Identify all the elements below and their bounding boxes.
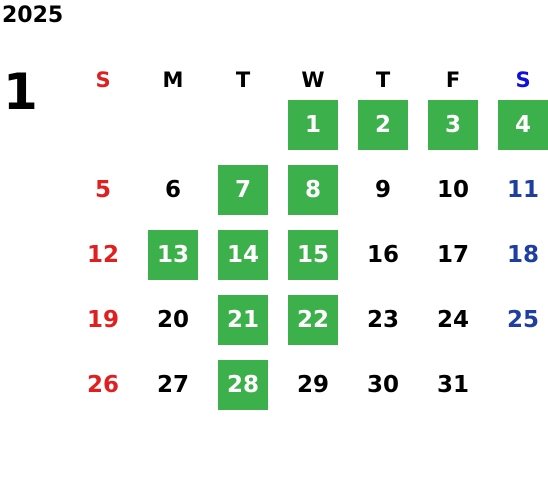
day-cell-fri: 31 bbox=[418, 360, 488, 425]
day-cell-thu: 16 bbox=[348, 230, 418, 295]
day-number: 3 bbox=[444, 112, 461, 138]
empty-day-cell bbox=[138, 100, 208, 165]
day-number: 15 bbox=[296, 242, 329, 268]
day-number: 20 bbox=[156, 307, 189, 333]
day-cell-fri: 17 bbox=[418, 230, 488, 295]
day-cell-wed: 15 bbox=[278, 230, 348, 295]
week-row: 1 2 3 4 bbox=[68, 100, 548, 165]
day-cell-fri: 24 bbox=[418, 295, 488, 360]
month-label: 1 bbox=[3, 63, 38, 121]
weekday-header-thu: T bbox=[375, 68, 391, 92]
day-number: 11 bbox=[506, 177, 539, 203]
day-cell-sun: 5 bbox=[68, 165, 138, 230]
day-cell-wed: 1 bbox=[278, 100, 348, 165]
empty-day-cell bbox=[68, 100, 138, 165]
day-number: 14 bbox=[226, 242, 259, 268]
day-number: 19 bbox=[86, 307, 119, 333]
day-number: 12 bbox=[86, 242, 119, 268]
weekday-header-sat: S bbox=[515, 68, 531, 92]
day-cell-thu: 30 bbox=[348, 360, 418, 425]
week-row: 12 13 14 15 16 17 18 bbox=[68, 230, 548, 295]
highlight-box bbox=[218, 230, 268, 280]
day-cell-mon: 20 bbox=[138, 295, 208, 360]
day-number: 5 bbox=[94, 177, 111, 203]
day-number: 2 bbox=[374, 112, 391, 138]
day-cell-sun: 19 bbox=[68, 295, 138, 360]
weekday-header-sun: S bbox=[95, 68, 111, 92]
day-cell-fri: 3 bbox=[418, 100, 488, 165]
day-number: 28 bbox=[226, 372, 259, 398]
day-cell-sat: 4 bbox=[488, 100, 548, 165]
day-number: 10 bbox=[436, 177, 469, 203]
day-number: 6 bbox=[164, 177, 181, 203]
day-cell-wed: 22 bbox=[278, 295, 348, 360]
empty-day-cell bbox=[208, 100, 278, 165]
day-number: 31 bbox=[436, 372, 469, 398]
empty-day-cell bbox=[488, 360, 548, 425]
year-label: 2025 bbox=[2, 3, 64, 28]
highlight-box bbox=[288, 230, 338, 280]
weekday-header-mon: M bbox=[162, 68, 184, 92]
day-number: 4 bbox=[514, 112, 531, 138]
day-number: 16 bbox=[366, 242, 399, 268]
day-number: 29 bbox=[296, 372, 329, 398]
day-cell-tue: 14 bbox=[208, 230, 278, 295]
highlight-box bbox=[358, 100, 408, 150]
day-cell-wed: 29 bbox=[278, 360, 348, 425]
day-cell-tue: 21 bbox=[208, 295, 278, 360]
day-number: 18 bbox=[506, 242, 539, 268]
day-number: 30 bbox=[366, 372, 399, 398]
week-row: 19 20 21 22 23 24 25 bbox=[68, 295, 548, 360]
day-number: 24 bbox=[436, 307, 469, 333]
day-cell-sat: 11 bbox=[488, 165, 548, 230]
highlight-box bbox=[288, 295, 338, 345]
weekday-header-fri: F bbox=[445, 68, 461, 92]
day-number: 21 bbox=[226, 307, 259, 333]
day-number: 26 bbox=[86, 372, 119, 398]
day-number: 17 bbox=[436, 242, 469, 268]
day-cell-sun: 26 bbox=[68, 360, 138, 425]
week-row: 26 27 28 29 30 31 bbox=[68, 360, 548, 425]
day-cell-thu: 2 bbox=[348, 100, 418, 165]
day-number: 22 bbox=[296, 307, 329, 333]
day-cell-fri: 10 bbox=[418, 165, 488, 230]
highlight-box bbox=[428, 100, 478, 150]
day-cell-thu: 23 bbox=[348, 295, 418, 360]
day-cell-wed: 8 bbox=[278, 165, 348, 230]
highlight-box bbox=[218, 295, 268, 345]
day-number: 1 bbox=[304, 112, 321, 138]
day-cell-sat: 25 bbox=[488, 295, 548, 360]
day-number: 23 bbox=[366, 307, 399, 333]
day-number: 25 bbox=[506, 307, 539, 333]
day-cell-tue: 28 bbox=[208, 360, 278, 425]
day-cell-sun: 12 bbox=[68, 230, 138, 295]
day-number: 9 bbox=[374, 177, 391, 203]
highlight-box bbox=[288, 165, 338, 215]
day-cell-tue: 7 bbox=[208, 165, 278, 230]
highlight-box bbox=[218, 360, 268, 410]
day-cell-mon: 13 bbox=[138, 230, 208, 295]
day-number: 13 bbox=[156, 242, 189, 268]
day-number: 7 bbox=[234, 177, 251, 203]
day-cell-mon: 6 bbox=[138, 165, 208, 230]
weekday-header-tue: T bbox=[235, 68, 251, 92]
highlight-box bbox=[288, 100, 338, 150]
day-number: 8 bbox=[304, 177, 321, 203]
highlight-box bbox=[148, 230, 198, 280]
highlight-box bbox=[498, 100, 548, 150]
day-cell-sat: 18 bbox=[488, 230, 548, 295]
day-number: 27 bbox=[156, 372, 189, 398]
weekday-header-wed: W bbox=[301, 68, 325, 92]
day-cell-mon: 27 bbox=[138, 360, 208, 425]
weekday-header-row: S M T W T F S bbox=[68, 60, 548, 100]
day-cell-thu: 9 bbox=[348, 165, 418, 230]
highlight-box bbox=[218, 165, 268, 215]
week-row: 5 6 7 8 9 10 11 bbox=[68, 165, 548, 230]
